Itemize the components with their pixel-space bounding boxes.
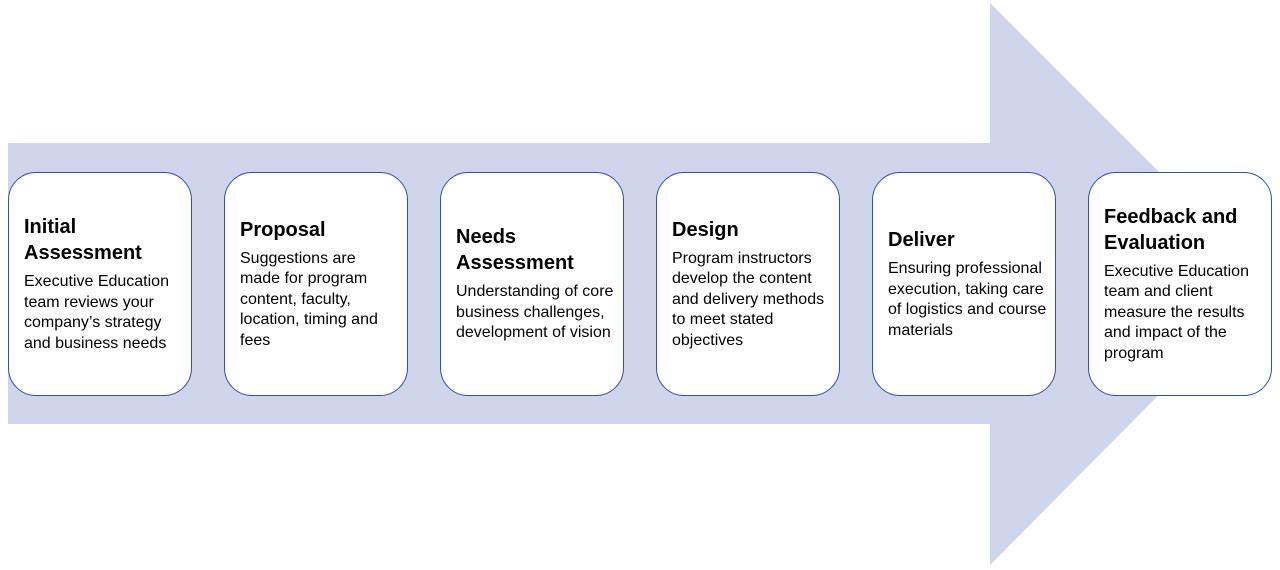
- step-initial-assessment: Initial Assessment Executive Education t…: [8, 172, 192, 396]
- arrow-shape: [8, 3, 1270, 565]
- step-description: Suggestions are made for program content…: [240, 249, 378, 349]
- step-description: Executive Education team and client meas…: [1104, 262, 1249, 362]
- step-title: Feedback and Evaluation: [1104, 205, 1238, 254]
- step-title: Design: [672, 218, 739, 241]
- step-description: Ensuring professional execution, taking …: [888, 260, 1047, 339]
- step-description: Executive Education team reviews your co…: [24, 273, 169, 352]
- step-title: Initial Assessment: [24, 216, 142, 264]
- step-proposal: Proposal Suggestions are made for progra…: [224, 172, 408, 396]
- step-needs-assessment: Needs Assessment Understanding of core b…: [440, 172, 624, 396]
- step-title: Needs Assessment: [456, 226, 574, 275]
- step-design: Design Program instructors develop the c…: [656, 172, 840, 396]
- step-description: Understanding of core business challenge…: [456, 283, 614, 342]
- step-title: Deliver: [888, 229, 955, 251]
- step-deliver: Deliver Ensuring professional execution,…: [872, 172, 1056, 396]
- step-description: Program instructors develop the content …: [672, 249, 825, 349]
- step-title: Proposal: [240, 218, 326, 241]
- step-feedback-and-evaluation: Feedback and Evaluation Executive Educat…: [1088, 172, 1272, 396]
